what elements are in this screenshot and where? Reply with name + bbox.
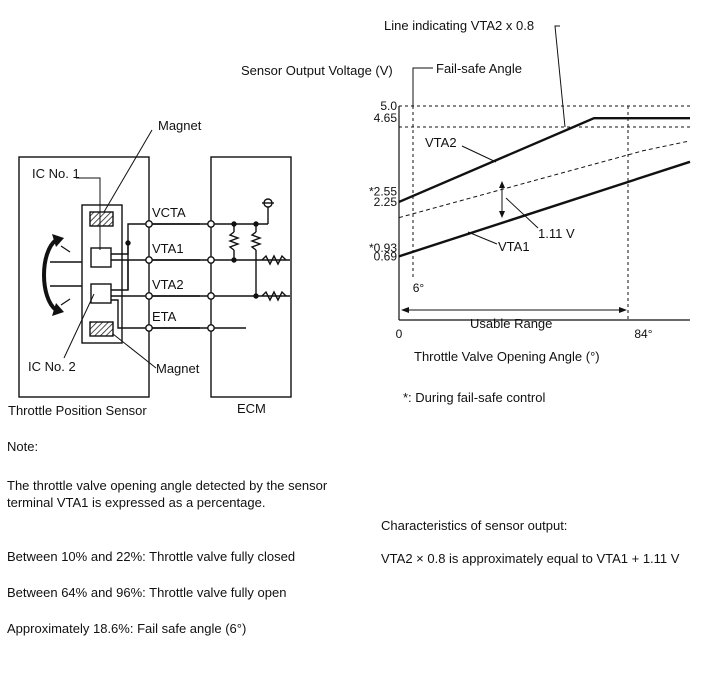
circuit-labels: Magnet IC No. 1 VCTA VTA1 VTA2 ETA IC No…: [8, 118, 266, 418]
ic-no2-chip: [90, 283, 112, 304]
vcta-label: VCTA: [152, 205, 186, 220]
ic-housing: [81, 204, 123, 344]
sensor-label: Throttle Position Sensor: [8, 403, 147, 418]
note-paragraph-1: The throttle valve opening angle detecte…: [7, 478, 328, 510]
note-fully-closed: Between 10% and 22%: Throttle valve full…: [7, 549, 296, 564]
diff-label: 1.11 V: [538, 226, 575, 241]
note-fully-open: Between 64% and 96%: Throttle valve full…: [7, 585, 287, 600]
magnet-top-label: Magnet: [158, 118, 202, 133]
series-vta2-x08-line: [398, 140, 691, 219]
rotation-arrow-icon: [42, 238, 58, 312]
circuit-diagram: [18, 129, 292, 398]
sensor-box: [18, 156, 150, 398]
x-tick-label: 84°: [634, 327, 652, 341]
magnet-bottom-label: Magnet: [156, 361, 200, 376]
ecm-label: ECM: [237, 401, 266, 416]
characteristics-text: VTA2 × 0.8 is approximately equal to VTA…: [381, 551, 680, 566]
throttle-sensor-diagram: Magnet IC No. 1 VCTA VTA1 VTA2 ETA IC No…: [8, 18, 691, 418]
series-vta2-line: [398, 117, 690, 204]
fail-safe-label: Fail-safe Angle: [436, 61, 522, 76]
vta1-label: VTA1: [152, 241, 184, 256]
vta2-terminal-label: VTA2: [152, 277, 184, 292]
magnet-bottom-shape: [89, 321, 114, 337]
output-graph: 5.04.65 *2.552.25 *0.930.69 0 6° 84° Sensor O…: [241, 18, 691, 405]
y-tick-label: *2.55: [369, 184, 397, 198]
eta-label: ETA: [152, 309, 177, 324]
y-axis-title: Sensor Output Voltage (V): [241, 63, 393, 78]
vta1-series-label: VTA1: [498, 239, 530, 254]
ecm-box: [210, 156, 292, 398]
vta2-08-label: Line indicating VTA2 x 0.8: [384, 18, 534, 33]
x-axis-title: Throttle Valve Opening Angle (°): [414, 349, 600, 364]
ic-no1-label: IC No. 1: [32, 166, 80, 181]
vta2-series-label: VTA2: [425, 135, 457, 150]
y-tick-label: 5.0: [380, 99, 397, 113]
usable-range-label: Usable Range: [470, 316, 552, 331]
footnote: *: During fail-safe control: [403, 390, 545, 405]
x-tick-label: 6°: [413, 281, 425, 295]
y-tick-label: 4.65: [374, 111, 398, 125]
ic-no1-chip: [90, 247, 112, 268]
note-heading: Note:: [7, 439, 39, 454]
ic-no2-label: IC No. 2: [28, 359, 76, 374]
y-tick-label: *0.93: [369, 241, 397, 255]
y-tick-label: 0.69: [374, 249, 398, 263]
characteristics-heading: Characteristics of sensor output:: [381, 518, 568, 533]
magnet-top-shape: [89, 211, 114, 227]
x-tick-label: 0: [396, 327, 403, 341]
series-vta1-line: [398, 160, 691, 258]
y-tick-label: 2.25: [374, 195, 398, 209]
note-fail-safe: Approximately 18.6%: Fail safe angle (6°…: [7, 621, 247, 636]
